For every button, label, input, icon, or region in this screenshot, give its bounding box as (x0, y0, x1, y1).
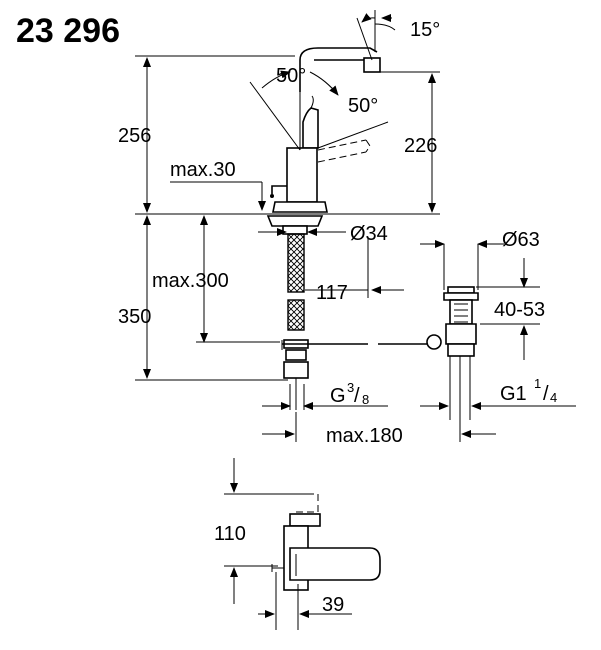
connection-thread-num: 3 (347, 380, 354, 395)
connection-thread-dimension: G 3 / 8 (262, 380, 388, 410)
lever-depth-label: 39 (322, 594, 344, 616)
angle-spout-label: 15° (410, 19, 440, 41)
waste-distance-label: max.180 (326, 425, 403, 447)
lever-height-dimension: 110 (214, 458, 310, 604)
waste-distance-dimension: max.180 (262, 412, 496, 447)
waste-thread-den: 4 (550, 390, 557, 405)
waste-diameter-dimension: Ø63 (420, 229, 540, 290)
svg-text:/: / (543, 383, 549, 405)
waste-diameter-label: Ø63 (502, 229, 540, 251)
height-spout-label: 226 (404, 135, 437, 157)
hose-length-label: max.300 (152, 270, 229, 292)
angle-lever-right-label: 50° (348, 95, 378, 117)
connection-thread-label: G (330, 385, 346, 407)
lever-angle-dimensions: 50° 50° (249, 65, 389, 151)
faucet-elevation (270, 47, 381, 213)
lever-height-label: 110 (214, 523, 246, 545)
below-deck-dimension: 350 (118, 215, 288, 381)
height-spout-dimension: 226 (404, 73, 437, 213)
deck-thickness-dimension: max.30 (170, 159, 266, 211)
height-total-dimension: 256 (118, 57, 151, 213)
waste-range-label: 40-53 (494, 299, 545, 321)
hole-diameter-label: Ø34 (350, 223, 388, 245)
connection-thread-den: 8 (362, 392, 369, 407)
below-deck-assembly (266, 215, 430, 410)
waste-thread-label: G1 (500, 383, 527, 405)
spout-projection-label: 117 (316, 282, 348, 304)
height-total-label: 256 (118, 125, 151, 147)
waste-range-dimension: 40-53 (476, 258, 545, 360)
svg-text:/: / (354, 385, 360, 407)
spout-angle-dimension: 15° (356, 10, 440, 61)
waste-thread-num: 1 (534, 376, 541, 391)
hole-diameter-dimension: Ø34 (258, 223, 388, 245)
deck-thickness-label: max.30 (170, 159, 236, 181)
spout-projection-dimension: 117 (305, 238, 404, 304)
lever-depth-dimension: 39 (258, 572, 352, 630)
below-deck-label: 350 (118, 306, 151, 328)
angle-lever-left-label: 50° (276, 65, 306, 87)
hose-length-dimension: max.300 (152, 215, 280, 343)
waste-thread-dimension: G1 1 / 4 (420, 376, 576, 410)
waste-assembly (426, 286, 479, 440)
product-number: 23 296 (16, 12, 120, 50)
lever-side-view (271, 493, 381, 591)
